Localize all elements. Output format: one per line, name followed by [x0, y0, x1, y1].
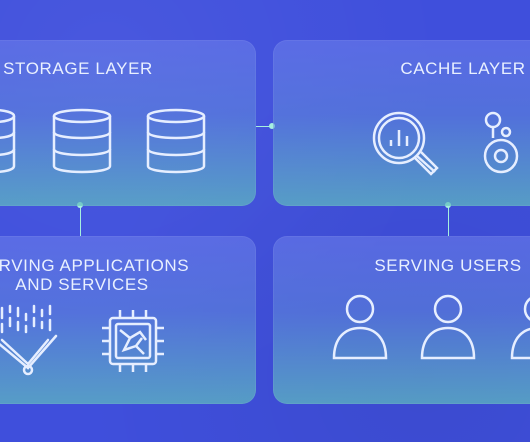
cache-layer-title: CACHE LAYER: [400, 59, 526, 78]
database-icon: [146, 108, 206, 174]
cache-node-icon: [483, 111, 519, 174]
connector-dot: [269, 123, 275, 129]
database-icon: [0, 109, 16, 173]
analytics-magnifier-icon: [372, 111, 439, 176]
connector-storage-cache: [256, 126, 273, 127]
storage-layer-panel: STORAGE LAYER: [0, 40, 256, 206]
processor-chip-icon: [102, 310, 164, 372]
data-funnel-icon: [0, 304, 58, 376]
connector-storage-apps: [80, 206, 81, 236]
serving-applications-title-line2: AND SERVICES: [15, 275, 149, 294]
user-icon: [332, 294, 388, 360]
storage-layer-title: STORAGE LAYER: [3, 59, 153, 78]
serving-applications-title-line1: SERVING APPLICATIONS: [0, 256, 190, 275]
user-icon: [420, 294, 476, 360]
serving-applications-panel: SERVING APPLICATIONS AND SERVICES: [0, 236, 256, 404]
serving-users-title: SERVING USERS: [374, 256, 522, 275]
cache-layer-panel: CACHE LAYER: [273, 40, 530, 206]
database-icon: [52, 108, 112, 174]
user-icon: [510, 297, 530, 360]
serving-users-panel: SERVING USERS: [273, 236, 530, 404]
connector-cache-users: [448, 206, 449, 236]
